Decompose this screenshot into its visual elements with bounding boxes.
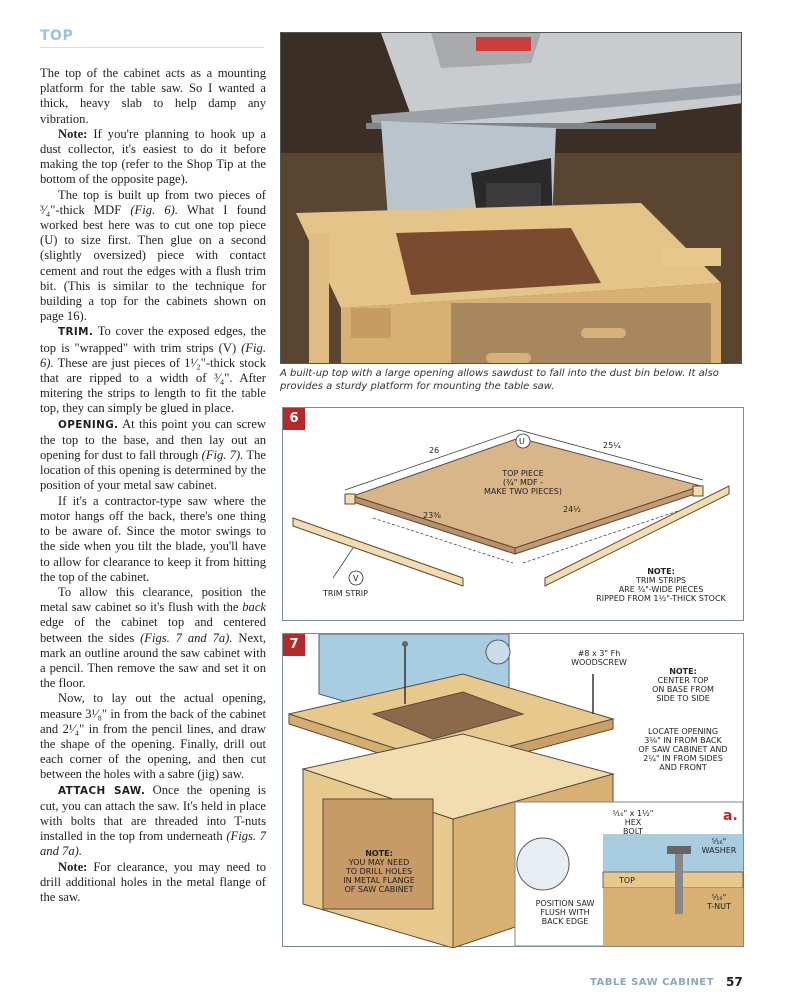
washer-label: ⁵⁄₁₆" bbox=[712, 837, 727, 846]
paragraph: To allow this clearance, position the me… bbox=[40, 585, 266, 691]
flange-note-line: OF SAW CABINET bbox=[345, 885, 414, 894]
photo-illustration bbox=[281, 33, 741, 363]
flange-note-title: NOTE: bbox=[365, 849, 393, 858]
figure-number-badge: 6 bbox=[283, 408, 305, 430]
emphasis: back bbox=[242, 600, 266, 615]
paragraph-text: If you're planning to hook up a dust col… bbox=[40, 126, 266, 187]
note-lead: Note: bbox=[58, 126, 88, 141]
paragraph: OPENING. At this point you can screw the… bbox=[40, 417, 266, 494]
paragraph: TRIM. To cover the exposed edges, the to… bbox=[40, 324, 266, 416]
top-piece-label: TOP PIECE bbox=[501, 469, 543, 478]
center-note-title: NOTE: bbox=[669, 667, 697, 676]
article-body: The top of the cabinet acts as a mountin… bbox=[40, 66, 266, 905]
paragraph: If it's a contractor-type saw where the … bbox=[40, 493, 266, 584]
paragraph-text: These are just pieces of 1¹⁄₂"-thick sto… bbox=[40, 355, 266, 416]
position-saw-line: BACK EDGE bbox=[542, 917, 589, 926]
position-saw-line: FLUSH WITH bbox=[540, 908, 589, 917]
paragraph-text: To cover the exposed edges, the top is "… bbox=[40, 324, 266, 355]
locate-opening-line: AND FRONT bbox=[659, 763, 707, 772]
part-v-label: V bbox=[353, 574, 359, 583]
paragraph: The top of the cabinet acts as a mountin… bbox=[40, 66, 266, 126]
running-footer: TABLE SAW CABINET bbox=[590, 977, 715, 988]
fig6-note-line: TRIM STRIPS bbox=[635, 576, 686, 585]
t-nut-label: ⁵⁄₁₆" bbox=[712, 893, 727, 902]
t-nut-label: T-NUT bbox=[706, 902, 731, 911]
figure-7-drawing: #8 x 3" Fh WOODSCREW NOTE: CENTER TOP ON… bbox=[287, 634, 744, 948]
paragraph: ATTACH SAW. Once the opening is cut, you… bbox=[40, 783, 266, 860]
washer-label: WASHER bbox=[702, 846, 737, 855]
figure-reference: (Fig. 6). bbox=[40, 340, 266, 370]
hex-bolt-label: ⁵⁄₁₆" x 1½" bbox=[613, 809, 654, 818]
detail-a-label: a. bbox=[723, 808, 738, 824]
figure-reference: (Figs. 7 and 7a). bbox=[40, 829, 266, 859]
paragraph: Note: If you're planning to hook up a du… bbox=[40, 127, 266, 188]
locate-opening-line: OF SAW CABINET AND bbox=[638, 745, 727, 754]
note-lead: Note: bbox=[58, 859, 88, 874]
paragraph: The top is built up from two pieces of ³… bbox=[40, 188, 266, 325]
locate-opening-line: LOCATE OPENING bbox=[648, 727, 718, 736]
position-saw-line: POSITION SAW bbox=[536, 899, 595, 908]
run-in-head: TRIM. bbox=[58, 326, 94, 339]
center-note-line: CENTER TOP bbox=[658, 676, 709, 685]
flange-note-line: YOU MAY NEED bbox=[348, 858, 410, 867]
top-piece-label: (¾" MDF - bbox=[503, 478, 543, 487]
figure-7: #8 x 3" Fh WOODSCREW NOTE: CENTER TOP ON… bbox=[282, 633, 744, 948]
paragraph-text: At this point you can screw the top to t… bbox=[40, 416, 266, 463]
figure-reference: (Figs. 7 and 7a). bbox=[140, 630, 233, 645]
hex-bolt-label: HEX bbox=[625, 818, 642, 827]
fig6-note-title: NOTE: bbox=[647, 567, 675, 576]
top-label: TOP bbox=[618, 876, 635, 885]
figure-reference: (Fig. 7). bbox=[201, 448, 244, 463]
flange-note-line: IN METAL FLANGE bbox=[343, 876, 415, 885]
dimension-25-1-4: 25¼ bbox=[603, 441, 621, 450]
paragraph-text: To allow this clearance, position the me… bbox=[40, 584, 266, 615]
run-in-head: ATTACH SAW. bbox=[58, 784, 146, 797]
locate-opening-line: 3⅛" IN FROM BACK bbox=[644, 736, 722, 745]
woodscrew-label: #8 x 3" Fh bbox=[578, 649, 621, 658]
paragraph-text: For clearance, you may need to drill add… bbox=[40, 859, 266, 904]
run-in-head: OPENING. bbox=[58, 418, 119, 431]
photo-caption: A built-up top with a large opening allo… bbox=[280, 368, 719, 392]
paragraph-text: Next, mark an outline around the saw cab… bbox=[40, 630, 266, 691]
woodscrew-label: WOODSCREW bbox=[571, 658, 627, 667]
fig6-note-line: RIPPED FROM 1½"-THICK STOCK bbox=[596, 594, 726, 603]
top-piece-label: MAKE TWO PIECES) bbox=[484, 487, 562, 496]
flange-note-line: TO DRILL HOLES bbox=[345, 867, 412, 876]
figure-reference: (Fig. 6). bbox=[130, 202, 178, 217]
paragraph-text: The location of this opening is determin… bbox=[40, 448, 266, 493]
paragraph: Now, to lay out the actual opening, meas… bbox=[40, 691, 266, 782]
figure-6: 26 25¼ 23⅜ 24½ U TOP PIECE (¾" MDF - MAK… bbox=[282, 407, 744, 621]
section-title: TOP bbox=[40, 28, 264, 48]
center-note-line: ON BASE FROM bbox=[652, 685, 714, 694]
part-u-label: U bbox=[519, 437, 525, 446]
dimension-24-1-2: 24½ bbox=[563, 505, 581, 514]
dimension-23-3-8: 23⅜ bbox=[423, 511, 441, 520]
figure-number-badge: 7 bbox=[283, 634, 305, 656]
trim-strip-label: TRIM STRIP bbox=[322, 589, 368, 598]
paragraph-text: edge of the cabinet top and centered bet… bbox=[40, 615, 266, 645]
figure-6-drawing: 26 25¼ 23⅜ 24½ U TOP PIECE (¾" MDF - MAK… bbox=[292, 429, 730, 603]
dimension-26: 26 bbox=[429, 446, 439, 455]
fig6-note-line: ARE ¾"-WIDE PIECES bbox=[619, 585, 704, 594]
paragraph-text: The top is built up from two pieces of ³… bbox=[40, 187, 266, 217]
table-saw-cabinet-photo bbox=[280, 32, 742, 364]
hex-bolt-label: BOLT bbox=[623, 827, 643, 836]
center-note-line: SIDE TO SIDE bbox=[656, 694, 710, 703]
locate-opening-line: 2¼" IN FROM SIDES bbox=[643, 754, 723, 763]
paragraph-text: Once the opening is cut, you can attach … bbox=[40, 782, 266, 844]
paragraph-text: What I found worked best here was to cut… bbox=[40, 202, 266, 324]
paragraph: Note: For clearance, you may need to dri… bbox=[40, 860, 266, 906]
page-number: 57 bbox=[726, 975, 743, 989]
